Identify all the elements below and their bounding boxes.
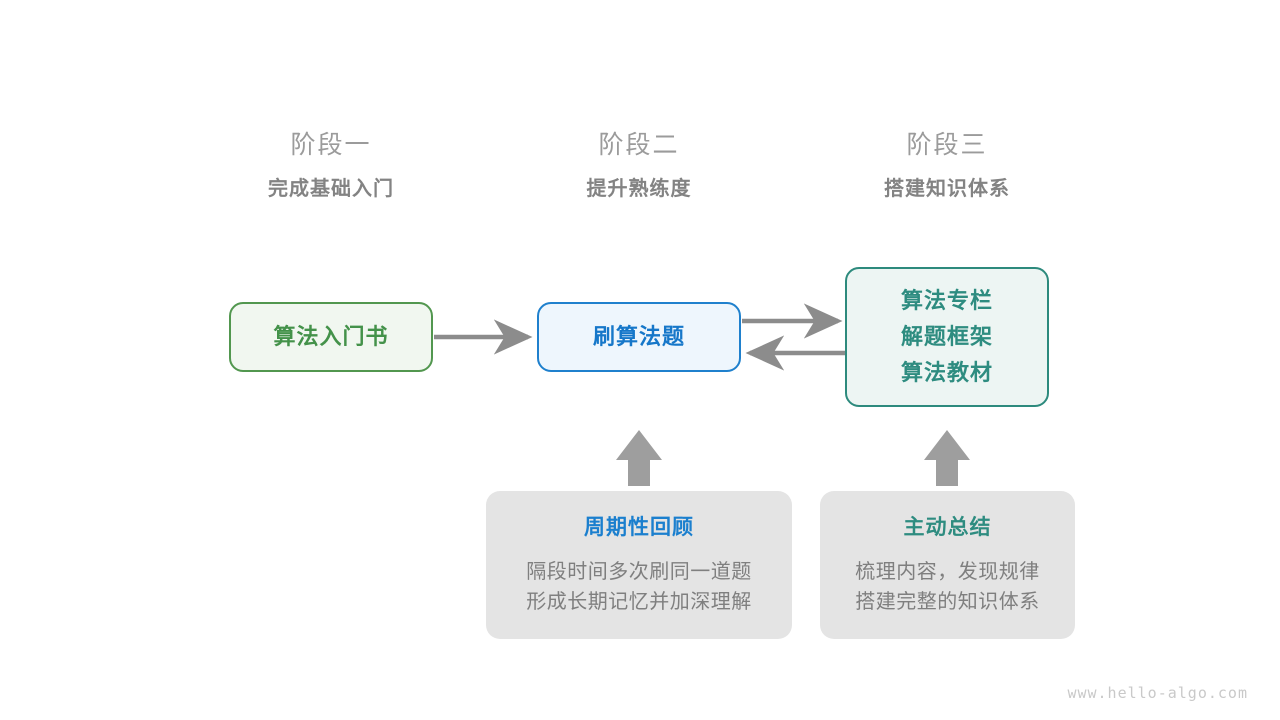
card-review-body-line-1: 隔段时间多次刷同一道题 bbox=[526, 561, 752, 583]
stage-title-3: 阶段三 bbox=[906, 131, 988, 159]
stage-subtitle-1: 完成基础入门 bbox=[268, 178, 394, 200]
card-summary-body-line-1: 梳理内容，发现规律 bbox=[855, 561, 1040, 583]
stage-header-3: 阶段三 搭建知识体系 bbox=[827, 128, 1067, 204]
stage-subtitle-3: 搭建知识体系 bbox=[884, 178, 1010, 200]
card-summary-title: 主动总结 bbox=[903, 516, 992, 539]
node-practice-problems[interactable]: 刷算法题 bbox=[537, 302, 741, 372]
node-algorithm-intro-book[interactable]: 算法入门书 bbox=[229, 302, 433, 372]
node-practice-line-1: 刷算法题 bbox=[592, 324, 685, 349]
card-periodic-review[interactable]: 周期性回顾 隔段时间多次刷同一道题 形成长期记忆并加深理解 bbox=[486, 491, 792, 639]
node-system-line-1: 算法专栏 bbox=[900, 288, 993, 313]
card-summary-body-line-2: 搭建完整的知识体系 bbox=[855, 591, 1040, 613]
arrow-summary-to-system bbox=[924, 430, 970, 486]
arrow-review-to-practice bbox=[616, 430, 662, 486]
card-review-body-line-2: 形成长期记忆并加深理解 bbox=[526, 591, 752, 613]
stage-header-2: 阶段二 提升熟练度 bbox=[519, 128, 759, 204]
site-watermark: www.hello-algo.com bbox=[1067, 684, 1248, 702]
node-book-line-1: 算法入门书 bbox=[273, 324, 389, 349]
card-review-title: 周期性回顾 bbox=[584, 516, 694, 539]
node-system-line-3: 算法教材 bbox=[900, 360, 993, 385]
stage-header-1: 阶段一 完成基础入门 bbox=[211, 128, 451, 204]
node-knowledge-system[interactable]: 算法专栏 解题框架 算法教材 bbox=[845, 267, 1049, 407]
card-active-summary[interactable]: 主动总结 梳理内容，发现规律 搭建完整的知识体系 bbox=[820, 491, 1075, 639]
stage-subtitle-2: 提升熟练度 bbox=[586, 178, 692, 200]
node-system-line-2: 解题框架 bbox=[900, 324, 993, 349]
stage-title-1: 阶段一 bbox=[290, 131, 372, 159]
stage-title-2: 阶段二 bbox=[598, 131, 680, 159]
